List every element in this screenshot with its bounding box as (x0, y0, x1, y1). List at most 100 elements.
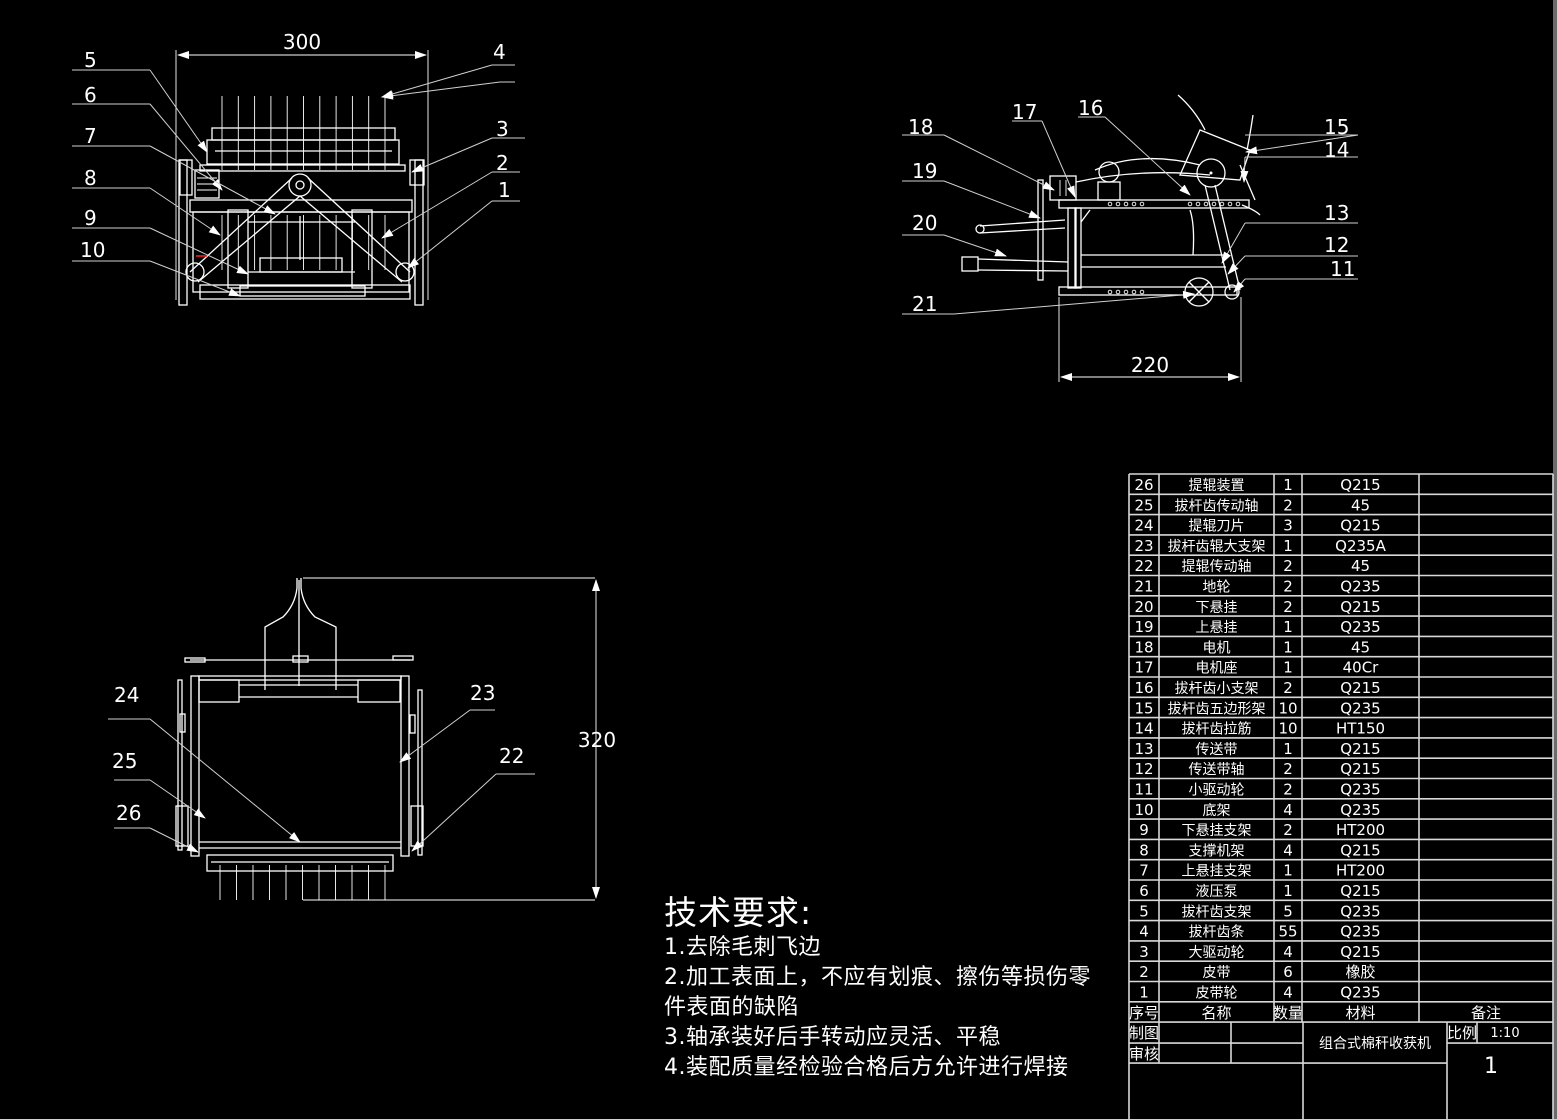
bom-header-1: 名称 (1201, 1004, 1231, 1022)
callout-25: 25 (112, 749, 206, 819)
bom-qty: 4 (1283, 943, 1293, 961)
bom-no: 19 (1134, 618, 1153, 636)
bom-qty: 2 (1283, 578, 1293, 596)
dimension-front-width: 300 (175, 30, 429, 300)
callout-20: 20 (902, 211, 1007, 257)
callout-number: 17 (1012, 100, 1037, 124)
bom-no: 9 (1139, 821, 1149, 839)
bom-no: 3 (1139, 943, 1149, 961)
callout-number: 19 (912, 159, 937, 183)
bom-material: HT200 (1336, 821, 1385, 839)
bom-name: 皮带轮 (1196, 986, 1238, 1002)
bom-qty: 1 (1283, 659, 1293, 677)
bom-material: HT200 (1336, 862, 1385, 880)
tech-item: 件表面的缺陷 (664, 995, 800, 1020)
bom-material: 45 (1351, 496, 1370, 514)
bom-no: 11 (1134, 781, 1153, 799)
bom-name: 电机座 (1196, 661, 1238, 677)
canvas-right-scrollbar-edge (1553, 0, 1557, 1119)
rail-holes (1107, 201, 1241, 295)
callout-number: 11 (1330, 257, 1355, 281)
callout-1: 1 (407, 178, 520, 269)
bom-name: 大驱动轮 (1189, 945, 1245, 961)
bom-no: 17 (1134, 659, 1153, 677)
bom-header-row: 序号名称数量材料备注 (1129, 1004, 1501, 1022)
bom-qty: 1 (1283, 638, 1293, 656)
bom-name: 拔杆齿五边形架 (1168, 701, 1266, 717)
bom-no: 7 (1139, 862, 1149, 880)
callout-number: 15 (1324, 115, 1349, 139)
callout-6: 6 (72, 83, 223, 191)
bom-no: 16 (1134, 679, 1153, 697)
bom-material: Q215 (1340, 882, 1380, 900)
bom-name: 液压泵 (1196, 884, 1238, 900)
drawn-by-label: 制图 (1129, 1024, 1159, 1042)
bom-qty: 2 (1283, 781, 1293, 799)
callout-number: 1 (498, 178, 511, 202)
bom-no: 10 (1134, 801, 1153, 819)
bom-qty: 55 (1278, 923, 1297, 941)
bom-header-0: 序号 (1129, 1004, 1159, 1022)
callout-number: 26 (116, 801, 141, 825)
bom-qty: 2 (1283, 598, 1293, 616)
side-view: 220 (961, 94, 1261, 382)
callout-number: 25 (112, 749, 137, 773)
bom-no: 23 (1134, 537, 1153, 555)
bom-material: Q235 (1340, 923, 1380, 941)
bom-name: 上悬挂支架 (1182, 864, 1252, 880)
bom-header-4: 备注 (1471, 1004, 1501, 1022)
bom-no: 13 (1134, 740, 1153, 758)
callout-13: 13 (1221, 201, 1358, 264)
bom-qty: 4 (1283, 984, 1293, 1002)
callout-number: 18 (908, 115, 933, 139)
bom-qty: 2 (1283, 679, 1293, 697)
callout-number: 9 (84, 206, 97, 230)
bom-name: 支撑机架 (1189, 843, 1245, 859)
callout-number: 2 (496, 151, 509, 175)
bom-qty: 2 (1283, 821, 1293, 839)
bom-qty: 1 (1283, 476, 1293, 494)
callout-number: 24 (114, 683, 139, 707)
bom-material: Q215 (1340, 841, 1380, 859)
bom-no: 4 (1139, 923, 1149, 941)
callout-7: 7 (72, 124, 276, 215)
bom-material: Q235 (1340, 902, 1380, 920)
technical-requirements: 技术要求: 1.去除毛刺飞边 2.加工表面上，不应有划痕、擦伤等损伤零 件表面的… (664, 893, 1091, 1083)
bom-qty: 5 (1283, 902, 1293, 920)
bom-material: 40Cr (1343, 659, 1380, 677)
callout-18: 18 (902, 115, 1055, 191)
bom-material: Q215 (1340, 476, 1380, 494)
top-view: 320 (175, 577, 616, 901)
bom-header-2: 数量 (1273, 1004, 1303, 1022)
callout-number: 13 (1324, 201, 1349, 225)
bom-qty: 1 (1283, 740, 1293, 758)
bom-no: 24 (1134, 517, 1153, 535)
bom-no: 18 (1134, 638, 1153, 656)
bom-material: Q235 (1340, 984, 1380, 1002)
callout-number: 4 (493, 40, 506, 64)
bom-qty: 6 (1283, 963, 1293, 981)
bom-no: 6 (1139, 882, 1149, 900)
callout-4: 4 (381, 40, 515, 98)
callout-number: 12 (1324, 233, 1349, 257)
bom-no: 14 (1134, 720, 1153, 738)
bom-material: Q215 (1340, 679, 1380, 697)
dimension-label: 320 (578, 728, 616, 752)
bom-row: 17 电机座 1 40Cr (1134, 659, 1379, 677)
sheet-number: 1 (1484, 1054, 1498, 1079)
bom-name: 地轮 (1203, 580, 1231, 596)
callout-number: 5 (84, 48, 97, 72)
bom-material: HT150 (1336, 720, 1385, 738)
